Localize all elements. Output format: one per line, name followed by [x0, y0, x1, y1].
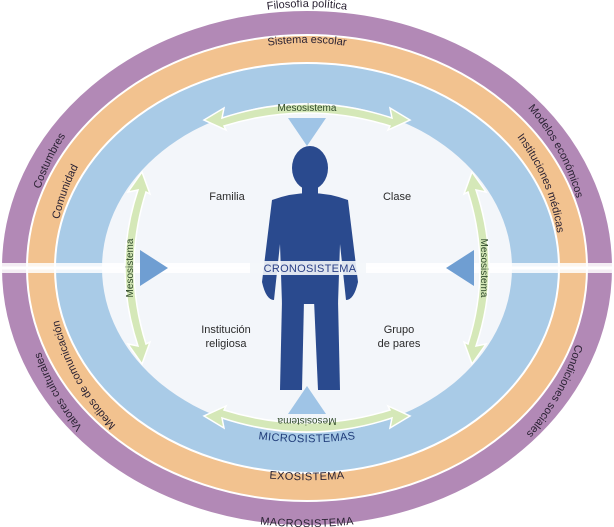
microsystems-label: MICROSISTEMAS [258, 430, 356, 445]
mesosystem-arrow-right [462, 170, 490, 366]
arrowhead-bottom [288, 386, 326, 414]
mesosystem-top-label: Mesosistema [278, 103, 337, 114]
mesosystem-left-label: Mesosistema [125, 238, 136, 297]
peer-group-label-1: Grupo [384, 324, 415, 336]
cronosystem-label: CRONOSISTEMA [264, 263, 357, 275]
mesosystem-arrow-top [202, 103, 412, 132]
exo-top-label: Sistema escolar [267, 34, 348, 49]
family-label: Familia [209, 191, 245, 203]
exosystem-label: EXOSISTEMA [269, 470, 345, 484]
mesosystem-bottom-label: Mesosistema [277, 415, 336, 426]
macrosystem-label: MACROSISTEMA [260, 515, 355, 527]
arrowhead-right [446, 250, 474, 286]
macro-top-label: Filosofía política [266, 0, 349, 13]
arrowhead-top [288, 118, 326, 146]
class-label: Clase [383, 191, 411, 203]
religious-institution-label-2: religiosa [206, 338, 248, 350]
mesosystem-arrow-bottom [202, 404, 412, 433]
person-silhouette [262, 146, 358, 390]
mesosystem-right-label: Mesosistema [478, 239, 489, 298]
mesosystem-arrow-left [124, 170, 152, 366]
religious-institution-label-1: Institución [201, 324, 251, 336]
arrowhead-left [140, 250, 168, 286]
peer-group-label-2: de pares [378, 338, 421, 350]
